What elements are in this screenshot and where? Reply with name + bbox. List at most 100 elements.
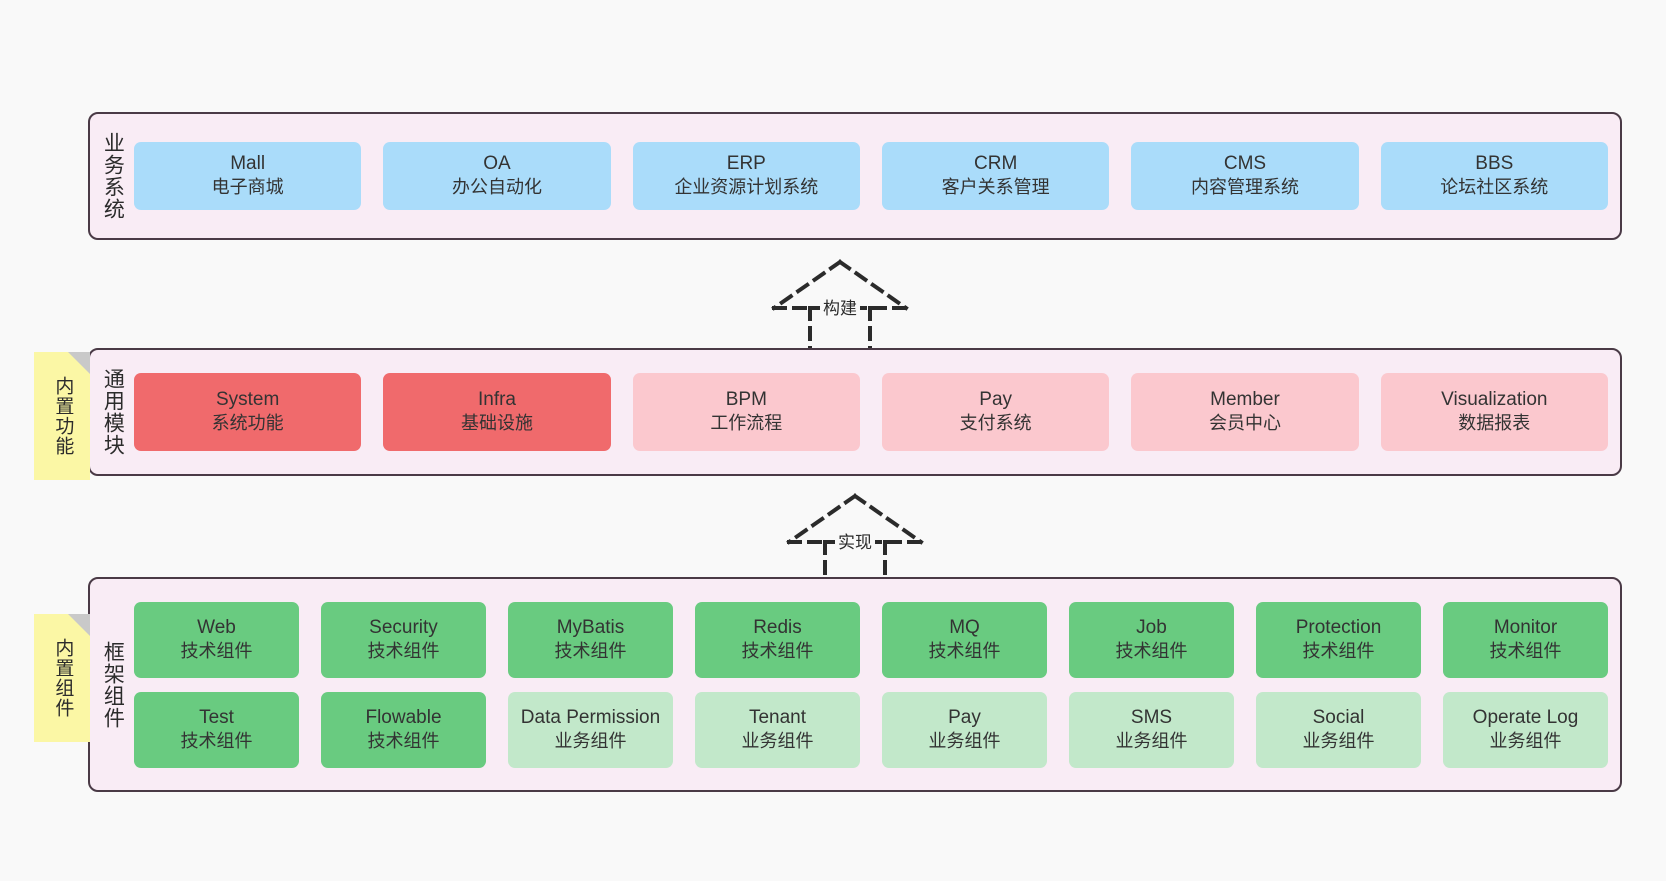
card-web[interactable]: Web 技术组件: [134, 601, 299, 678]
card-subtitle: 业务组件: [1115, 730, 1188, 751]
layer-framework-components: 框架组件 Web 技术组件 Security 技术组件 MyBatis 技术组件…: [88, 577, 1622, 792]
sticky-note-builtin-components: 内置组件: [34, 614, 90, 742]
card-mq[interactable]: MQ 技术组件: [882, 601, 1047, 678]
card-subtitle: 办公自动化: [451, 177, 542, 198]
card-subtitle: 内容管理系统: [1190, 177, 1299, 198]
card-subtitle: 企业资源计划系统: [674, 177, 819, 198]
card-row: System 系统功能 Infra 基础设施 BPM 工作流程 Pay 支付系统…: [134, 373, 1608, 451]
card-redis[interactable]: Redis 技术组件: [695, 601, 860, 678]
layer-business-systems-title: 业务系统: [101, 132, 125, 220]
card-title: Redis: [753, 616, 802, 638]
card-title: Mall: [230, 153, 266, 175]
card-subtitle: 技术组件: [1115, 640, 1188, 661]
card-title: BBS: [1475, 153, 1514, 175]
sticky-note-builtin-functions: 内置功能: [34, 352, 90, 480]
card-row: Web 技术组件 Security 技术组件 MyBatis 技术组件 Redi…: [134, 601, 1608, 678]
card-job[interactable]: Job 技术组件: [1069, 601, 1234, 678]
card-title: Operate Log: [1472, 706, 1579, 728]
card-title: ERP: [726, 153, 766, 175]
sticky-note-label: 内置功能: [52, 376, 74, 456]
card-subtitle: 基础设施: [460, 413, 533, 434]
card-title: OA: [483, 153, 511, 175]
card-erp[interactable]: ERP 企业资源计划系统: [632, 142, 860, 210]
card-title: Tenant: [748, 706, 807, 728]
card-subtitle: 技术组件: [1302, 640, 1375, 661]
sticky-note-label: 内置组件: [52, 638, 74, 718]
card-social[interactable]: Social 业务组件: [1256, 691, 1421, 768]
card-title: CMS: [1223, 153, 1267, 175]
card-pay-component[interactable]: Pay 业务组件: [882, 691, 1047, 768]
card-security[interactable]: Security 技术组件: [321, 601, 486, 678]
card-sms[interactable]: SMS 业务组件: [1069, 691, 1234, 768]
card-test[interactable]: Test 技术组件: [134, 691, 299, 768]
card-title: Infra: [477, 389, 516, 411]
card-subtitle: 技术组件: [1489, 640, 1562, 661]
card-subtitle: 工作流程: [710, 413, 783, 434]
card-subtitle: 技术组件: [180, 730, 253, 751]
card-title: Monitor: [1493, 616, 1558, 638]
layer-business-systems-body: Mall 电子商城 OA 办公自动化 ERP 企业资源计划系统 CRM 客户关系…: [134, 114, 1620, 238]
card-subtitle: 技术组件: [928, 640, 1001, 661]
card-operate-log[interactable]: Operate Log 业务组件: [1443, 691, 1608, 768]
card-crm[interactable]: CRM 客户关系管理: [881, 142, 1110, 210]
card-mall[interactable]: Mall 电子商城: [134, 142, 362, 210]
card-monitor[interactable]: Monitor 技术组件: [1443, 601, 1608, 678]
card-subtitle: 论坛社区系统: [1440, 177, 1549, 198]
connector-implement: 实现: [775, 492, 935, 586]
card-subtitle: 客户关系管理: [941, 177, 1050, 198]
card-row: Test 技术组件 Flowable 技术组件 Data Permission …: [134, 691, 1608, 768]
card-visualization[interactable]: Visualization 数据报表: [1380, 373, 1608, 451]
card-subtitle: 技术组件: [180, 640, 253, 661]
layer-framework-components-title: 框架组件: [101, 640, 125, 729]
layer-common-modules-title: 通用模块: [101, 368, 125, 456]
card-title: Flowable: [365, 706, 442, 728]
card-mybatis[interactable]: MyBatis 技术组件: [508, 601, 673, 678]
card-subtitle: 技术组件: [741, 640, 814, 661]
card-title: MyBatis: [556, 616, 625, 638]
connector-build: 构建: [760, 258, 920, 352]
card-infra[interactable]: Infra 基础设施: [383, 373, 611, 451]
card-title: Test: [199, 706, 234, 728]
card-data-permission[interactable]: Data Permission 业务组件: [508, 691, 673, 768]
card-subtitle: 技术组件: [554, 640, 627, 661]
card-subtitle: 电子商城: [211, 177, 284, 198]
card-oa[interactable]: OA 办公自动化: [383, 142, 611, 210]
card-bbs[interactable]: BBS 论坛社区系统: [1380, 142, 1608, 210]
card-subtitle: 业务组件: [928, 730, 1001, 751]
card-subtitle: 业务组件: [554, 730, 627, 751]
card-system[interactable]: System 系统功能: [134, 373, 362, 451]
card-tenant[interactable]: Tenant 业务组件: [695, 691, 860, 768]
card-subtitle: 业务组件: [1489, 730, 1562, 751]
card-subtitle: 数据报表: [1458, 413, 1531, 434]
card-member[interactable]: Member 会员中心: [1131, 373, 1359, 451]
layer-common-modules: 通用模块 System 系统功能 Infra 基础设施 BPM 工作流程 Pay…: [88, 348, 1622, 476]
card-title: SMS: [1130, 706, 1173, 728]
card-pay-module[interactable]: Pay 支付系统: [881, 373, 1110, 451]
layer-business-systems: 业务系统 Mall 电子商城 OA 办公自动化 ERP 企业资源计划系统 CRM…: [88, 112, 1622, 240]
card-subtitle: 业务组件: [741, 730, 814, 751]
card-subtitle: 业务组件: [1302, 730, 1375, 751]
card-title: Security: [369, 616, 438, 638]
card-cms[interactable]: CMS 内容管理系统: [1131, 142, 1359, 210]
card-title: Web: [197, 616, 236, 638]
card-title: Visualization: [1441, 389, 1548, 411]
layer-common-modules-body: System 系统功能 Infra 基础设施 BPM 工作流程 Pay 支付系统…: [134, 350, 1620, 474]
card-title: CRM: [974, 153, 1018, 175]
card-title: MQ: [949, 616, 980, 638]
card-flowable[interactable]: Flowable 技术组件: [321, 691, 486, 768]
card-title: Data Permission: [520, 706, 661, 728]
card-subtitle: 会员中心: [1208, 413, 1281, 434]
card-subtitle: 技术组件: [367, 730, 440, 751]
card-subtitle: 系统功能: [211, 413, 284, 434]
card-title: Pay: [948, 706, 981, 728]
card-protection[interactable]: Protection 技术组件: [1256, 601, 1421, 678]
connector-implement-label: 实现: [835, 528, 875, 553]
layer-framework-components-body: Web 技术组件 Security 技术组件 MyBatis 技术组件 Redi…: [134, 579, 1620, 790]
card-title: Protection: [1295, 616, 1382, 638]
card-title: System: [215, 389, 280, 411]
card-title: BPM: [725, 389, 767, 411]
card-title: Job: [1136, 616, 1167, 638]
card-title: Pay: [979, 389, 1013, 411]
card-bpm[interactable]: BPM 工作流程: [632, 373, 860, 451]
